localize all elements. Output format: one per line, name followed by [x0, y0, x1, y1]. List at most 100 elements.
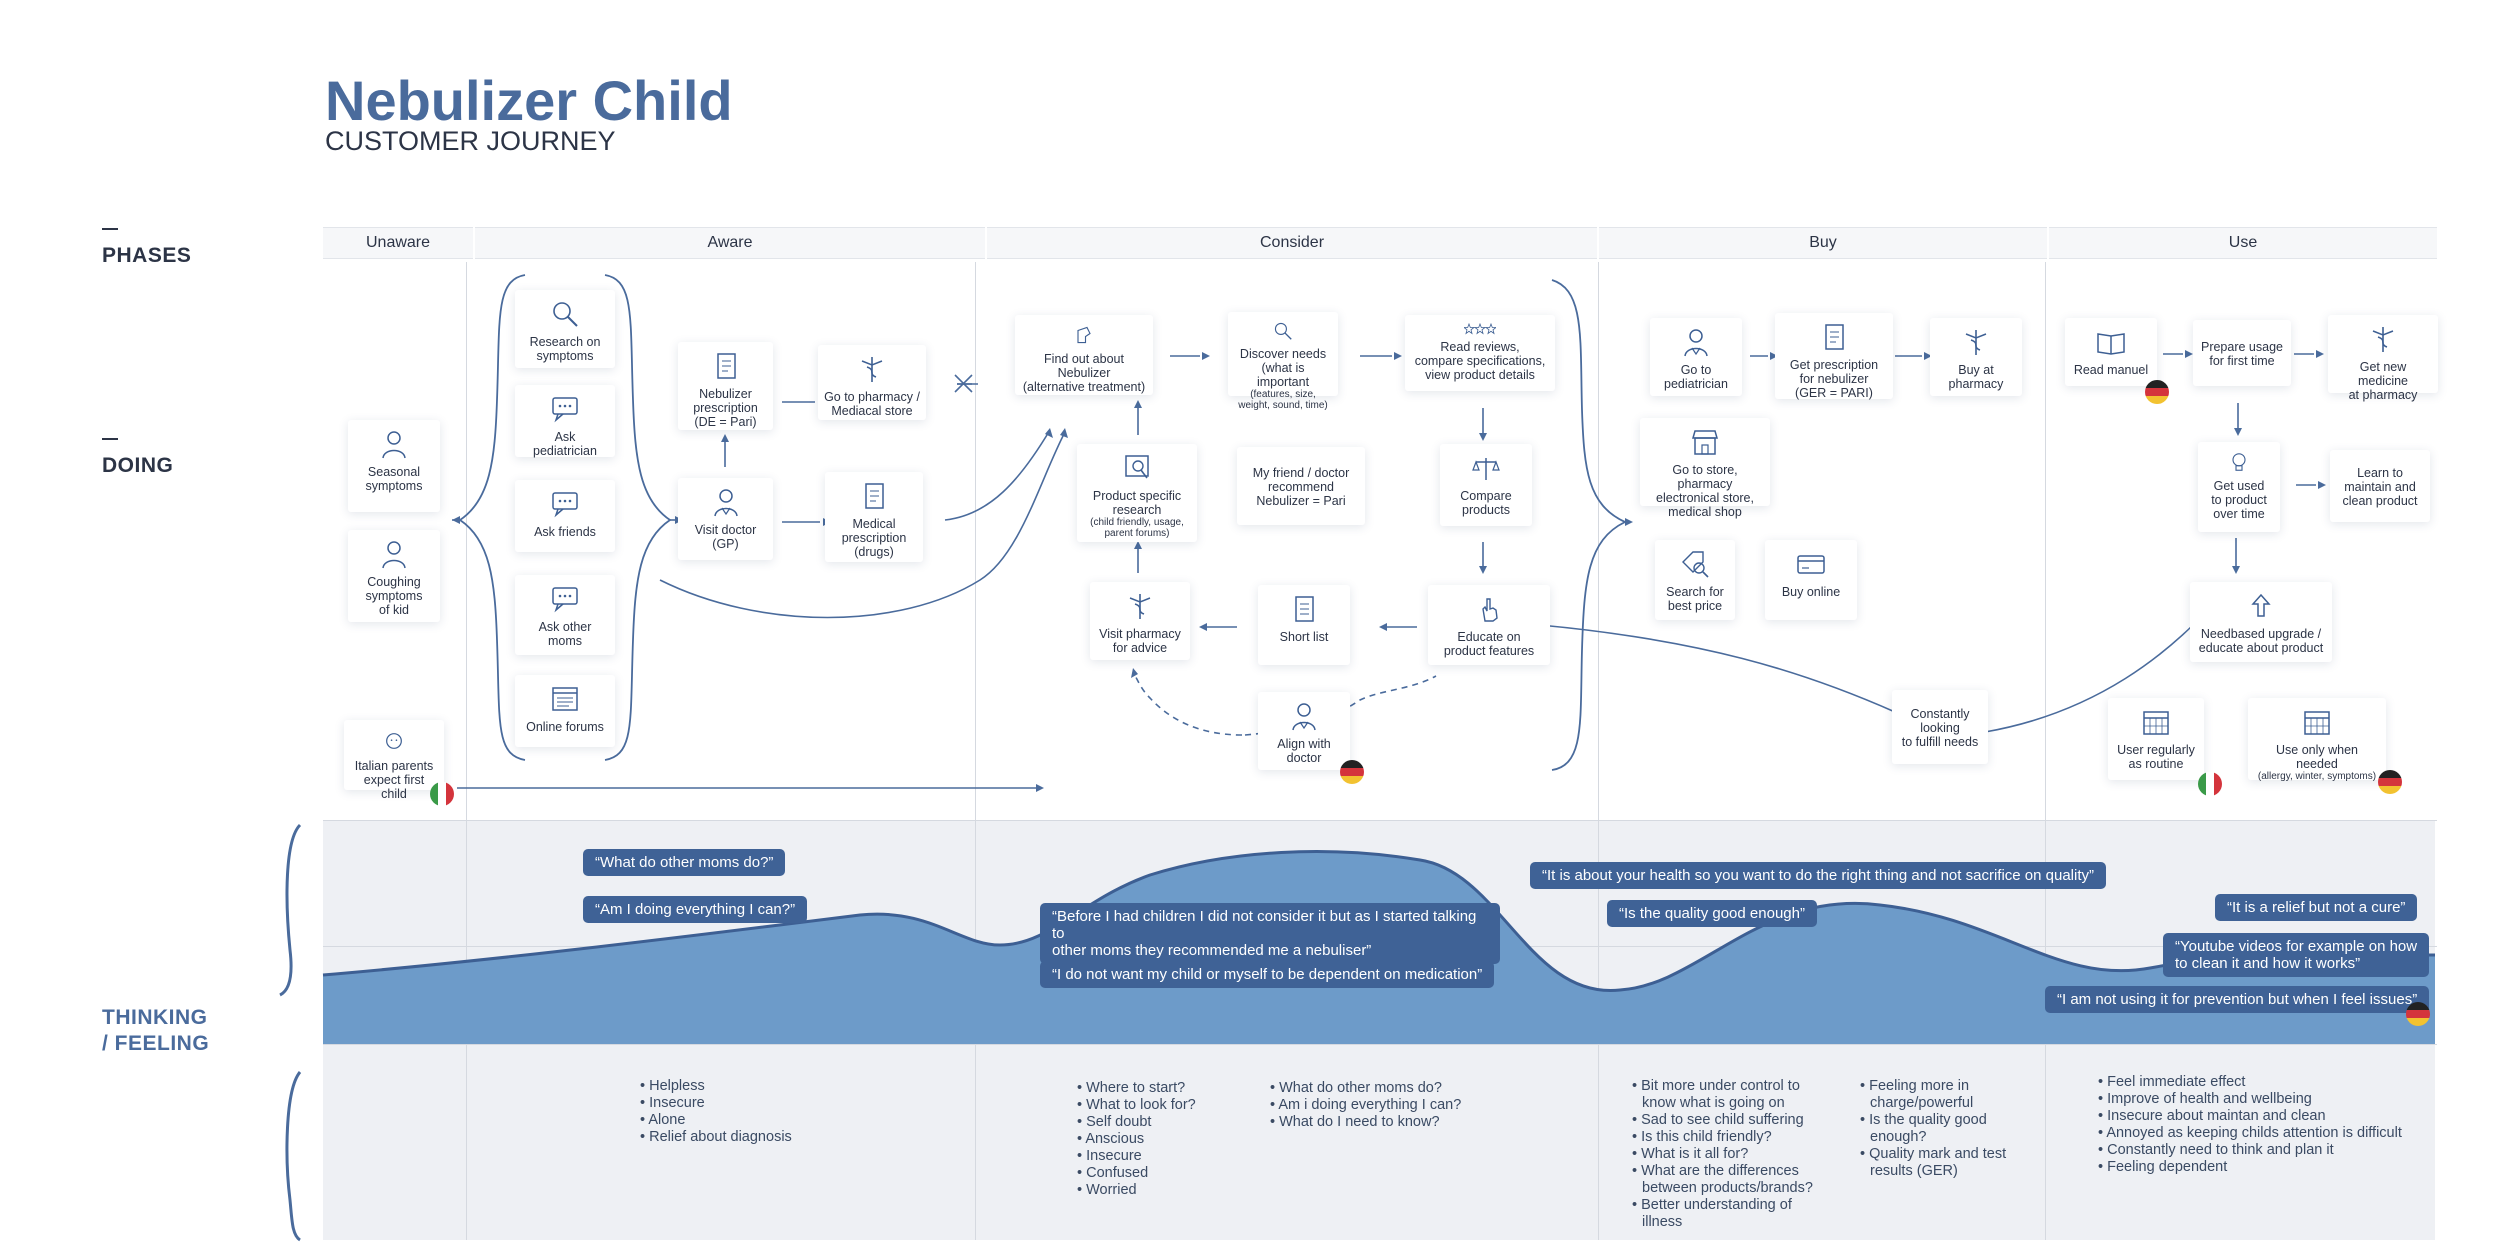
- list-item: Improve of health and wellbeing: [2098, 1091, 2402, 1108]
- list-item: What do other moms do?: [1270, 1080, 1461, 1097]
- card-get-used: Get used to product over time: [2198, 442, 2280, 532]
- card-ask-pediatrician: Ask pediatrician: [515, 385, 615, 458]
- doing-label: DOING: [102, 438, 173, 478]
- brace-consider-right: [1551, 279, 1628, 771]
- research-icon: [1125, 455, 1149, 479]
- card-needbased-upgrade: Needbased upgrade / educate about produc…: [2190, 582, 2332, 662]
- nebulizer-icon: [1077, 326, 1091, 344]
- card-nebulizer-prescription: Nebulizer prescription (DE = Pari): [678, 342, 773, 430]
- card-friend-recommend: My friend / doctor recommend Nebulizer =…: [1237, 447, 1365, 525]
- credit-card-icon: [1797, 555, 1825, 574]
- side-brace-bottom: [285, 1071, 302, 1242]
- germany-flag-icon: [1340, 760, 1364, 784]
- phase-buy: Buy: [1599, 227, 2047, 259]
- caduceus-icon: [1129, 594, 1151, 619]
- divider: [323, 820, 2437, 821]
- card-read-manual: Read manuel: [2065, 318, 2157, 386]
- germany-flag-icon: [2145, 380, 2169, 404]
- card-italian-parents: Italian parents expect first child: [344, 720, 444, 801]
- list-item: Sad to see child suffering: [1632, 1112, 1813, 1129]
- card-read-reviews: Read reviews, compare specifications, vi…: [1405, 315, 1555, 391]
- chat-icon: [552, 397, 578, 423]
- caduceus-icon: [1965, 330, 1987, 355]
- phase-unaware: Unaware: [323, 227, 473, 259]
- italy-flag-icon: [430, 782, 454, 806]
- browser-icon: [552, 687, 578, 711]
- divider: [1598, 262, 1599, 1240]
- quote-bubble: “Am I doing everything I can?”: [583, 896, 808, 923]
- book-icon: [2097, 333, 2125, 355]
- germany-flag-icon: [2406, 1002, 2430, 1026]
- page-subtitle: CUSTOMER JOURNEY: [325, 126, 616, 156]
- list-item: What are the differences between product…: [1632, 1163, 1813, 1197]
- feelings-use: Feel immediate effect Improve of health …: [2098, 1074, 2402, 1176]
- card-short-list: Short list: [1258, 585, 1350, 665]
- list-item: Anscious: [1077, 1131, 1196, 1148]
- card-search-best-price: Search for best price: [1655, 540, 1735, 620]
- phase-consider: Consider: [987, 227, 1597, 259]
- card-online-forums: Online forums: [515, 675, 615, 747]
- hand-pointer-icon: [1482, 598, 1498, 622]
- page-title: Nebulizer Child: [325, 69, 733, 132]
- card-go-to-pharmacy: Go to pharmacy / Mediacal store: [818, 345, 926, 420]
- list-item: Feeling more in charge/powerful: [1860, 1078, 2006, 1112]
- search-icon: [553, 302, 578, 327]
- scale-icon: [1472, 458, 1500, 480]
- card-visit-pharmacy-advice: Visit pharmacy for advice: [1090, 582, 1190, 660]
- card-medical-prescription: Medical prescription (drugs): [825, 472, 923, 562]
- card-coughing-symptoms: Coughing symptoms of kid: [348, 530, 440, 622]
- card-ask-friends: Ask friends: [515, 480, 615, 552]
- calendar-icon: [2143, 711, 2169, 735]
- card-get-new-medicine: Get new medicine at pharmacy: [2328, 315, 2438, 402]
- feelings-buy-a: Bit more under control to know what is g…: [1632, 1078, 1813, 1231]
- card-educate-features: Educate on product features: [1428, 585, 1550, 665]
- feelings-buy-b: Feeling more in charge/powerful Is the q…: [1860, 1078, 2006, 1180]
- prescription-icon: [865, 483, 884, 509]
- thinking-feeling-label: THINKING / FEELING: [102, 1006, 210, 1055]
- card-constantly-looking: Constantly looking to fulfill needs: [1892, 690, 1988, 764]
- upgrade-icon: [2251, 593, 2271, 617]
- list-item: Quality mark and test results (GER): [1860, 1146, 2006, 1180]
- feelings-aware: Helpless Insecure Alone Relief about dia…: [640, 1078, 792, 1146]
- list-item: Self doubt: [1077, 1114, 1196, 1131]
- chat-icon: [552, 587, 578, 613]
- doctor-icon: [1684, 329, 1708, 357]
- card-ask-other-moms: Ask other moms: [515, 575, 615, 655]
- list-item: Helpless: [640, 1078, 792, 1095]
- list-item: Feel immediate effect: [2098, 1074, 2402, 1091]
- list-item: Am i doing everything I can?: [1270, 1097, 1461, 1114]
- list-item: Annoyed as keeping childs attention is d…: [2098, 1125, 2402, 1142]
- quote-bubble: “What do other moms do?”: [583, 849, 786, 876]
- list-item: Feeling dependent: [2098, 1159, 2402, 1176]
- card-compare-products: Compare products: [1440, 444, 1532, 526]
- card-go-to-pediatrician: Go to pediatrician: [1650, 318, 1742, 396]
- list-item: Bit more under control to know what is g…: [1632, 1078, 1813, 1112]
- prescription-icon: [716, 353, 736, 379]
- card-get-prescription: Get prescription for nebulizer (GER = PA…: [1775, 313, 1893, 400]
- card-prepare-usage: Prepare usage for first time: [2193, 320, 2291, 386]
- quote-bubble: “I am not using it for prevention but wh…: [2045, 986, 2430, 1013]
- store-icon: [1692, 430, 1718, 455]
- list-item: Insecure: [1077, 1148, 1196, 1165]
- feelings-consider-b: What do other moms do? Am i doing everyt…: [1270, 1080, 1461, 1131]
- doctor-icon: [713, 489, 738, 517]
- divider: [2045, 262, 2046, 1240]
- card-go-to-store: Go to store, pharmacy electronical store…: [1640, 418, 1770, 519]
- list-item: Constantly need to think and plan it: [2098, 1142, 2402, 1159]
- quote-bubble: “It is a relief but not a cure”: [2215, 894, 2418, 921]
- list-item: Insecure: [640, 1095, 792, 1112]
- list-item: What is it all for?: [1632, 1146, 1813, 1163]
- calendar-icon: [2304, 711, 2330, 735]
- card-user-routine: User regularly as routine: [2108, 698, 2204, 780]
- divider: [466, 262, 467, 1240]
- card-research-symptoms: Research on symptoms: [515, 290, 615, 368]
- list-item: Confused: [1077, 1165, 1196, 1182]
- list-icon: [1295, 596, 1314, 622]
- phase-use: Use: [2049, 227, 2437, 259]
- list-item: Relief about diagnosis: [640, 1129, 792, 1146]
- card-learn-maintain: Learn to maintain and clean product: [2330, 450, 2430, 522]
- list-item: Better understanding of illness: [1632, 1197, 1813, 1231]
- caduceus-icon: [861, 357, 883, 382]
- card-buy-online: Buy online: [1765, 540, 1857, 620]
- stars-icon: [1464, 323, 1496, 335]
